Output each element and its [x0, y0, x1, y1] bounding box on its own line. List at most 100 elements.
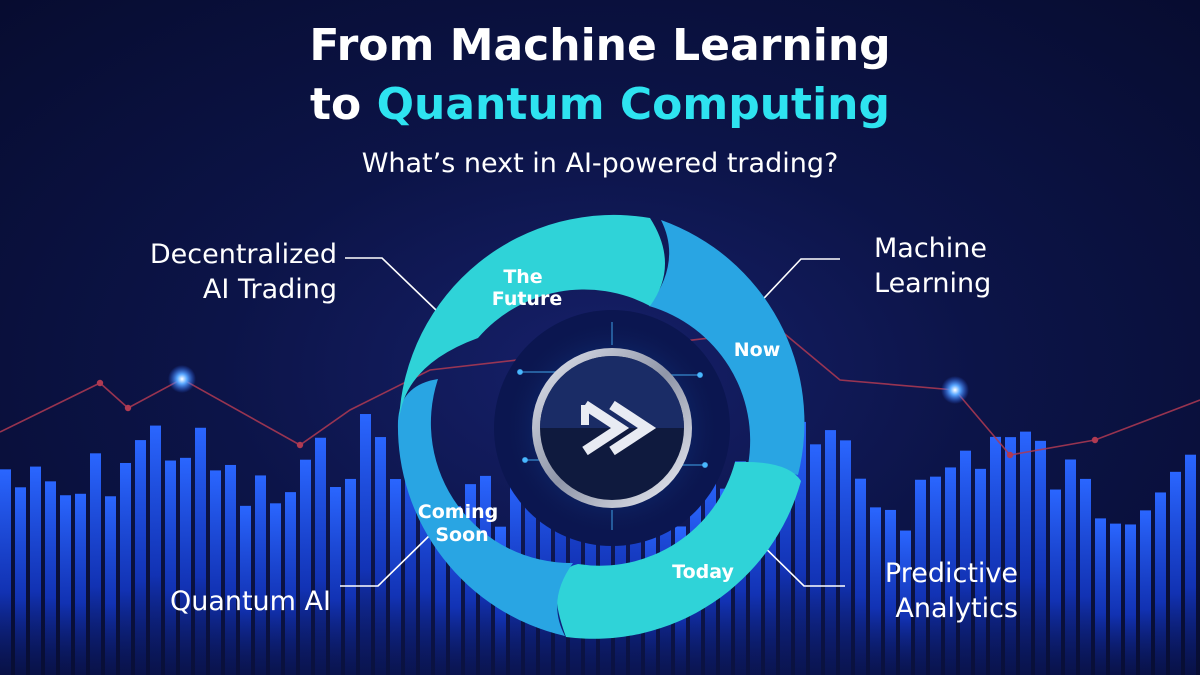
center-emblem — [494, 310, 730, 546]
background-bar — [30, 466, 41, 675]
background-line-point — [96, 379, 104, 387]
background-bar — [45, 481, 56, 675]
label-quantum-ai: Quantum AI — [170, 584, 331, 619]
background-bar — [1035, 440, 1046, 675]
background-bar — [630, 442, 641, 675]
background-bar — [15, 487, 26, 675]
background-bar — [960, 450, 971, 675]
background-bar — [105, 496, 116, 675]
background-bar — [165, 460, 176, 675]
background-bar — [855, 478, 866, 675]
label-machine-learning: Machine Learning — [874, 231, 991, 301]
background-bar — [1005, 437, 1016, 675]
background-bar — [1020, 431, 1031, 675]
background-bar — [1050, 489, 1061, 675]
background-bar — [150, 425, 161, 675]
segment-future-label-1: The — [503, 266, 542, 288]
background-bar — [75, 493, 86, 675]
background-glow-point — [168, 365, 196, 393]
background-bar — [570, 416, 581, 675]
background-bar — [975, 468, 986, 675]
connector-predictive — [749, 532, 845, 587]
background-bar — [60, 495, 71, 675]
background-bar — [345, 478, 356, 675]
background-bar — [0, 469, 11, 675]
background-line-point — [1091, 436, 1099, 444]
background-bar — [330, 487, 341, 675]
background-bar — [1140, 510, 1151, 675]
background-bar — [750, 473, 761, 675]
background-bar — [600, 437, 611, 675]
background-bar — [915, 479, 926, 675]
background-bar — [180, 457, 191, 675]
background-bar — [195, 427, 206, 675]
label-predictive-line-2: Analytics — [895, 593, 1018, 624]
background-bar — [555, 433, 566, 675]
segment-today: Today — [556, 461, 801, 639]
background-bar — [825, 430, 836, 675]
connector-decentralized — [345, 257, 437, 311]
title-line-2: to Quantum Computing — [0, 78, 1200, 132]
background-bar — [1125, 524, 1136, 675]
background-line-point — [1006, 451, 1014, 459]
segment-coming-soon: Coming Soon — [397, 379, 573, 636]
background-bar — [315, 437, 326, 675]
title-line-1: From Machine Learning — [309, 20, 891, 71]
background-bar — [390, 479, 401, 675]
background-bar — [1155, 492, 1166, 675]
background-bar — [435, 487, 446, 675]
label-decentralized-line-1: Decentralized — [149, 239, 337, 270]
background-bar — [450, 506, 461, 675]
background-line-point — [296, 441, 304, 449]
label-decentralized-ai-trading: Decentralized AI Trading — [150, 237, 337, 307]
background-bar — [405, 436, 416, 675]
background-bar — [885, 509, 896, 675]
background-bar — [945, 467, 956, 675]
background-bar — [1170, 471, 1181, 675]
background-bar — [1095, 518, 1106, 675]
background-bar — [1110, 523, 1121, 675]
background-bar — [420, 465, 431, 675]
label-machine-line-1: Machine — [874, 233, 988, 264]
background-line-points — [96, 365, 1099, 459]
background-line-point — [124, 404, 132, 412]
background-glow-point — [941, 376, 969, 404]
segment-now-label-1: Now — [734, 339, 781, 361]
background-bar — [90, 453, 101, 675]
title-line-2-prefix: to — [310, 79, 377, 130]
background-bar — [990, 436, 1001, 675]
subtitle: What’s next in AI-powered trading? — [361, 148, 839, 179]
segment-future-label-2: Future — [492, 288, 562, 310]
background-bar — [795, 421, 806, 675]
segment-the-future: The Future — [399, 214, 665, 421]
segment-coming-label-1: Coming — [418, 501, 498, 523]
background-bar — [810, 444, 821, 675]
background-bar — [780, 414, 791, 675]
background-bar — [930, 476, 941, 675]
background-bar — [1185, 454, 1196, 675]
background-bar — [765, 456, 776, 675]
double-chevron-logo-icon — [581, 400, 657, 456]
background-bar — [135, 440, 146, 675]
label-machine-line-2: Learning — [874, 268, 992, 299]
background-bar — [285, 492, 296, 675]
background-bar — [210, 470, 221, 675]
background-bar — [840, 440, 851, 675]
background-bar — [225, 464, 236, 675]
label-quantum-line-1: Quantum AI — [169, 586, 331, 617]
background-bar — [1065, 459, 1076, 675]
background-bar — [375, 437, 386, 675]
background-bar — [270, 503, 281, 675]
title-line-2-accent: Quantum Computing — [376, 79, 890, 130]
background-bar — [300, 459, 311, 675]
background-bar — [900, 530, 911, 675]
background-bar — [615, 447, 626, 675]
connector-machine — [749, 258, 840, 314]
background-bar — [240, 505, 251, 675]
background-bar — [360, 414, 371, 675]
label-decentralized-line-2: AI Trading — [202, 274, 337, 305]
label-predictive-line-1: Predictive — [884, 558, 1018, 589]
background-bar — [870, 507, 881, 675]
